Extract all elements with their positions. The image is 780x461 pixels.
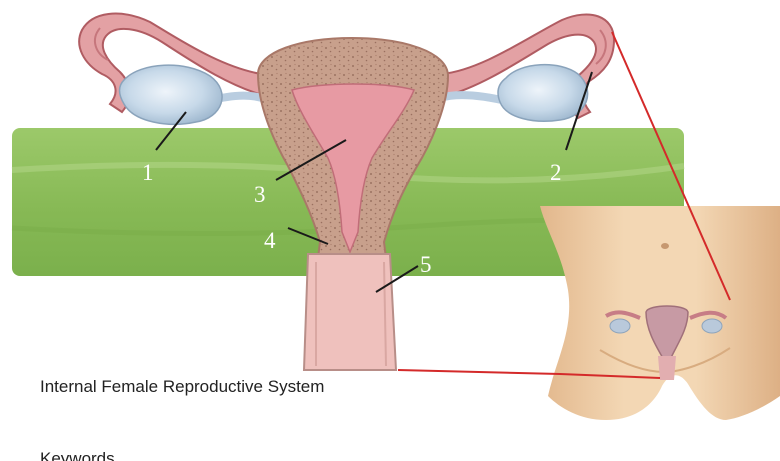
label-3: 3: [254, 182, 266, 207]
vagina: [304, 254, 396, 370]
label-4: 4: [264, 228, 276, 253]
body-figure-inset: [540, 206, 780, 420]
keywords-heading-cut: Keywords: [40, 449, 115, 461]
navel: [661, 243, 669, 249]
left-ovary: [120, 65, 223, 124]
label-5: 5: [420, 252, 432, 277]
label-2: 2: [550, 160, 562, 185]
label-1: 1: [142, 160, 154, 185]
diagram-caption: Internal Female Reproductive System: [40, 377, 324, 397]
right-ovary: [498, 65, 588, 122]
